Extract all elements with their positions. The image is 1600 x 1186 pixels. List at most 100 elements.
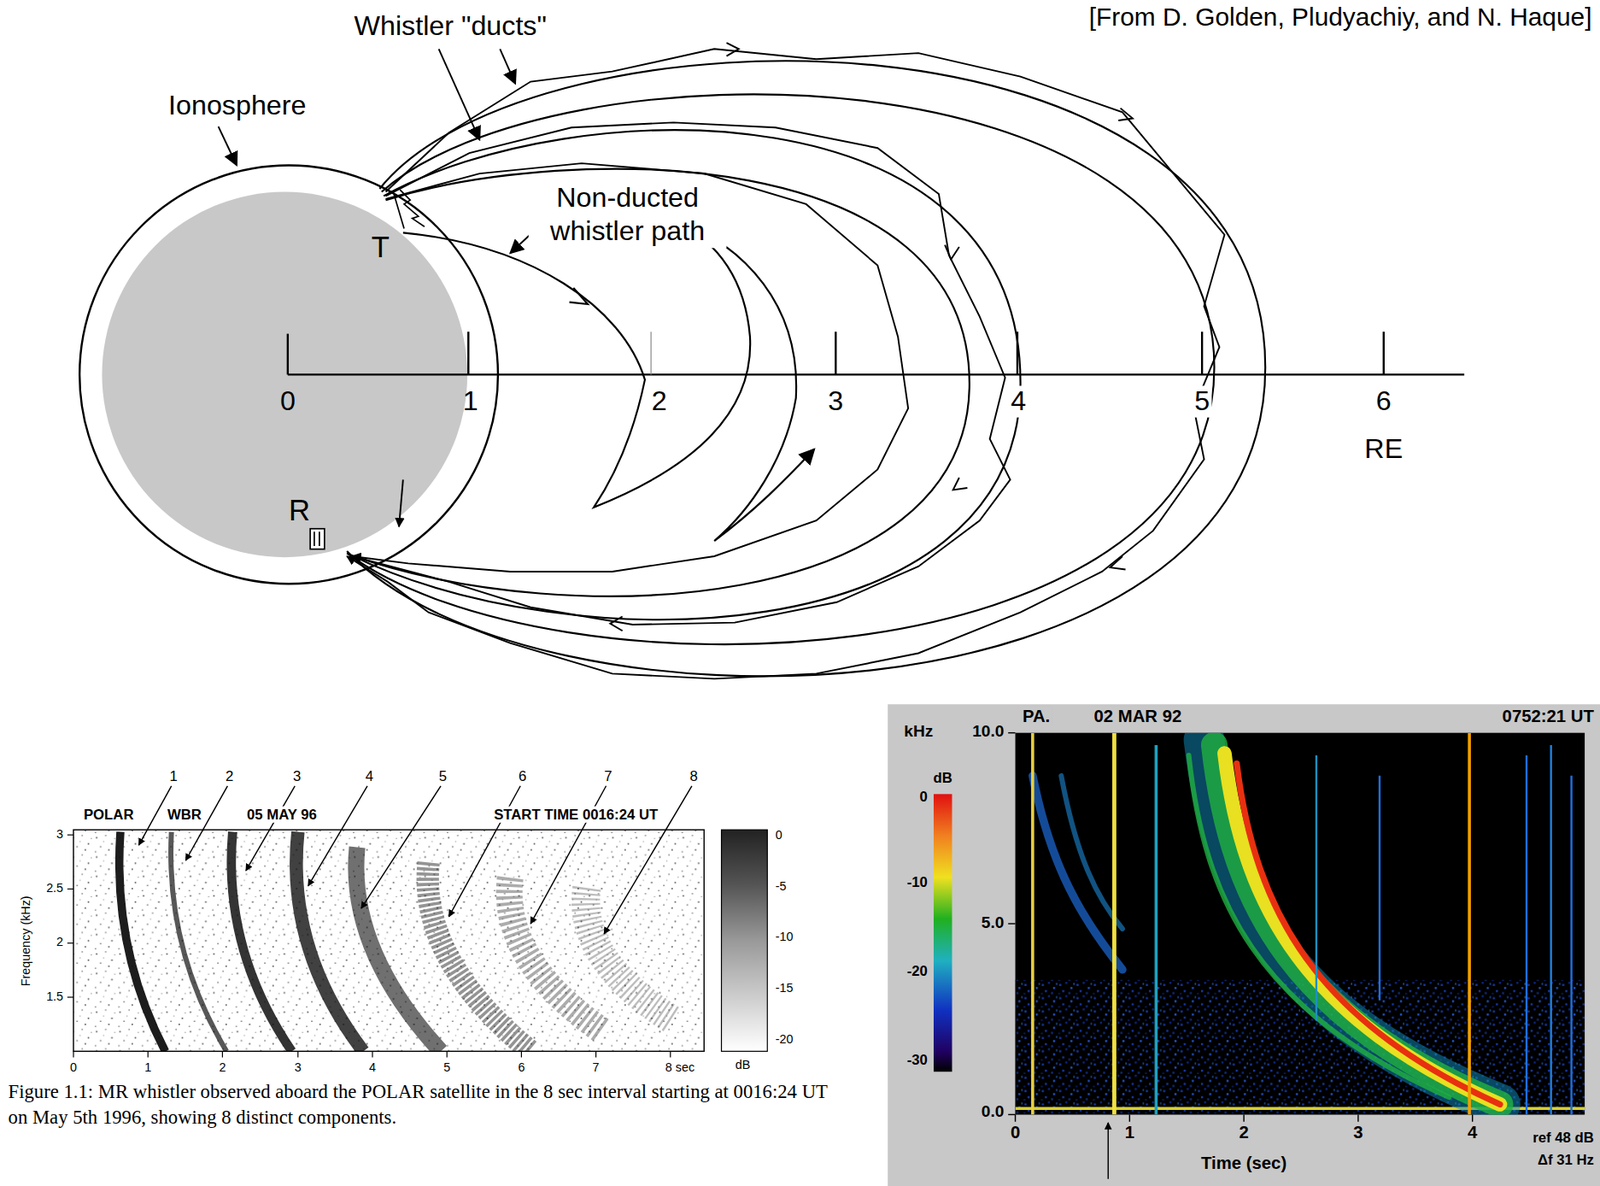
station-label: PA. xyxy=(1020,706,1053,727)
field-lines-part xyxy=(346,93,1214,645)
axis-number: 1 xyxy=(460,386,481,418)
polar-spectrogram-part-part xyxy=(147,1050,149,1057)
distance-axis-part xyxy=(650,331,652,375)
colorbar-label: 0 xyxy=(917,787,930,804)
polar-spectrogram-part-part xyxy=(67,834,74,836)
tick-label: 5.0 xyxy=(978,913,1006,932)
receiver-label: R xyxy=(287,493,313,528)
colorbar-label: -20 xyxy=(904,961,930,979)
palmer-spectrogram-part-part-part xyxy=(1467,732,1472,1115)
colorbar-label: -30 xyxy=(904,1050,930,1067)
polar-spectrogram-part-part xyxy=(67,888,74,890)
distance-axis xyxy=(287,331,1465,375)
non-ducted-path-part xyxy=(403,219,815,541)
palmer-spectrogram-part-part-part xyxy=(1378,775,1381,1001)
tick-label: 2 xyxy=(216,1060,229,1075)
ducted-whistler-paths-part xyxy=(726,42,739,57)
colorbar-unit: dB xyxy=(931,769,955,786)
polar-spectrogram-part-part xyxy=(361,785,441,909)
palmer-spectrogram-part xyxy=(1015,732,1586,1115)
palmer-spectrogram-part-part-part xyxy=(1570,775,1572,1115)
transmitter-symbol-part xyxy=(399,189,425,227)
tick-label: 1.5 xyxy=(44,990,66,1004)
leader-arrows-part xyxy=(499,48,516,84)
palmer-spectrogram-part-part xyxy=(1008,922,1015,924)
axis-number: 3 xyxy=(826,386,846,418)
distance-axis-part xyxy=(287,373,1465,376)
receiver-symbol-part xyxy=(318,531,321,546)
palmer-spectrogram-part-part xyxy=(1242,1113,1244,1121)
field-lines-part xyxy=(349,129,1021,620)
polar-spectrogram-part-part xyxy=(231,832,293,1052)
tick-label: 6 xyxy=(515,1060,528,1075)
duct-label: Whistler "ducts" xyxy=(351,10,549,42)
tick-label: 8 sec xyxy=(662,1060,697,1075)
palmer-spectrogram-part-part-part xyxy=(1315,755,1318,1021)
colorbar-label: -15 xyxy=(773,981,795,996)
resolution-label: Δf 31 Hz xyxy=(1535,1150,1597,1167)
field-lines-part xyxy=(351,169,970,597)
ducted-whistler-paths-part xyxy=(953,477,968,490)
polar-spectrogram-part-part xyxy=(72,1050,74,1057)
distance-axis-part xyxy=(1201,331,1203,375)
polar-spectrogram-part-part xyxy=(297,1050,299,1057)
field-lines-part xyxy=(346,60,1266,676)
ducted-whistler-paths-part xyxy=(609,615,622,631)
callout-number: 1 xyxy=(167,767,180,784)
palmer-spectrogram-part xyxy=(933,793,953,1072)
callout-number: 3 xyxy=(291,767,304,784)
colorbar-label: 0 xyxy=(773,828,785,843)
colorbar-label: -20 xyxy=(773,1032,795,1047)
palmer-spectrogram-part-part xyxy=(1008,1113,1015,1115)
ducted-whistler-paths-part xyxy=(1110,556,1126,570)
polar-spectrogram-part-part xyxy=(356,846,441,1051)
axis-number: 6 xyxy=(1373,386,1394,418)
figure-caption: Figure 1.1: MR whistler observed aboard … xyxy=(5,1079,842,1131)
palmer-spectrogram xyxy=(887,703,1600,1186)
axis-number: 4 xyxy=(1008,386,1029,418)
ducted-whistler-paths-part xyxy=(944,245,960,260)
polar-spectrogram-part-part xyxy=(595,1050,597,1057)
polar-spectrogram-part-part xyxy=(67,942,74,944)
leader-arrows-part xyxy=(218,126,238,165)
polar-spectrogram-part-part xyxy=(446,1050,448,1057)
receiver-symbol-part xyxy=(313,531,316,546)
leader-arrows-part xyxy=(439,48,481,140)
axis-unit: kHz xyxy=(902,722,936,742)
ionosphere-label: Ionosphere xyxy=(166,89,309,122)
callout-number: 6 xyxy=(516,767,529,784)
polar-spectrogram-part xyxy=(721,829,768,1051)
axis-number: 5 xyxy=(1192,386,1213,418)
palmer-spectrogram-part-part-part xyxy=(1204,739,1501,1104)
tick-label: 10.0 xyxy=(970,722,1007,742)
start-time-label: START TIME 0016:24 UT xyxy=(492,806,661,823)
axis-unit: RE xyxy=(1362,433,1406,466)
distance-axis-part xyxy=(467,331,469,375)
tick-label: 4 xyxy=(367,1060,379,1075)
tick-label: 5 xyxy=(441,1060,453,1075)
polar-spectrogram-part xyxy=(138,785,692,934)
date-label: 02 MAR 92 xyxy=(1091,706,1184,727)
transmitter-symbol-part xyxy=(393,193,405,229)
palmer-spectrogram-part-part xyxy=(1008,732,1015,733)
polar-spectrogram-part xyxy=(67,834,671,1057)
palmer-spectrogram-part-part xyxy=(1032,732,1572,1115)
palmer-spectrogram-part-part-part xyxy=(1032,775,1123,970)
tick-label: 7 xyxy=(590,1060,602,1075)
ducted-whistler-paths-part xyxy=(351,122,1010,625)
tick-label: 4 xyxy=(1465,1122,1480,1143)
polar-spectrogram-part-part xyxy=(521,1050,522,1057)
transmitter-symbol xyxy=(393,189,425,229)
polar-spectrogram-part-part xyxy=(67,996,74,997)
polar-spectrogram-part-part xyxy=(371,1050,373,1057)
tick-label: 3 xyxy=(292,1060,304,1075)
palmer-spectrogram-part-part xyxy=(1357,1113,1359,1121)
tick-label: 0.0 xyxy=(978,1101,1006,1121)
receiver-symbol xyxy=(310,528,325,550)
transmitter-label: T xyxy=(369,230,392,265)
non-ducted-path xyxy=(403,219,815,541)
polar-spectrogram xyxy=(67,785,768,1058)
palmer-spectrogram-part-part-part xyxy=(1525,755,1528,1114)
palmer-spectrogram-part-part-part xyxy=(1189,755,1450,1097)
